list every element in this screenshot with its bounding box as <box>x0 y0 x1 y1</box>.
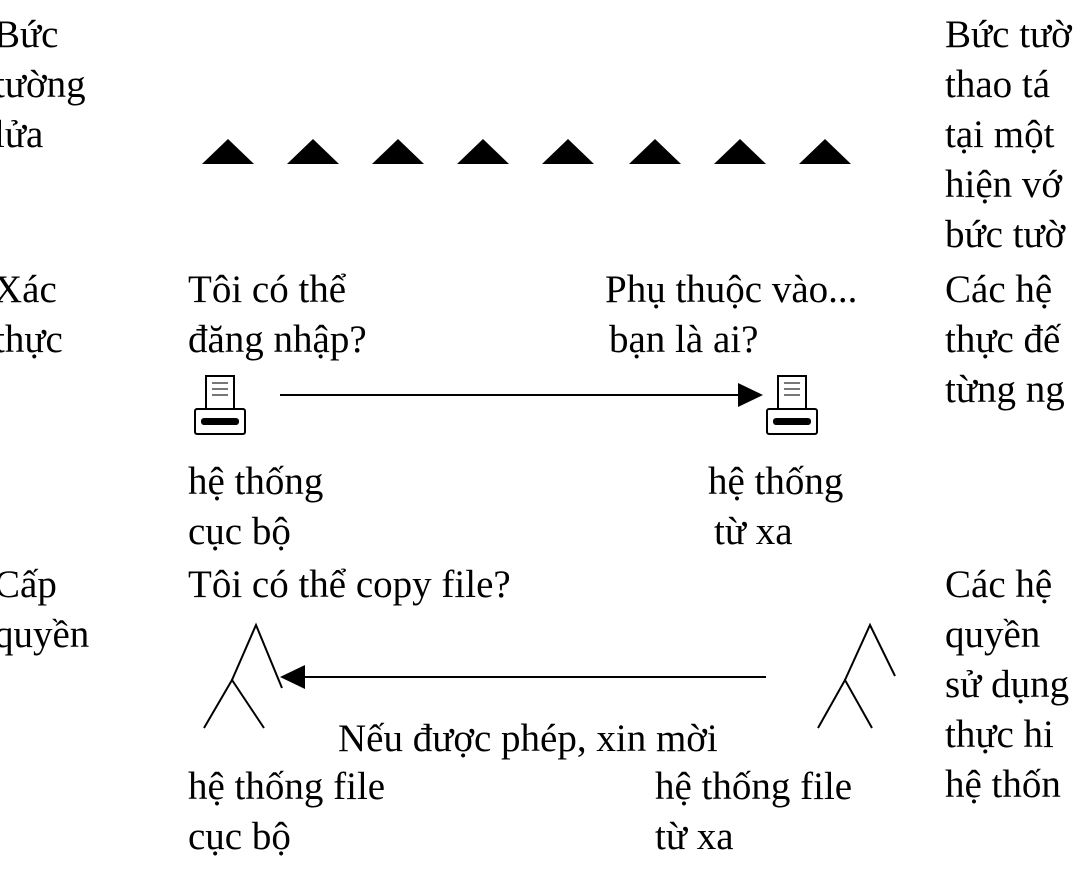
label-line: Xác <box>0 268 57 311</box>
text-line: hệ thống <box>708 460 844 503</box>
local-system-label: hệ thống cục bộ <box>188 457 323 557</box>
text-line: cục bộ <box>188 815 291 858</box>
text-line: hệ thống <box>188 460 324 503</box>
tree-icon <box>817 622 896 729</box>
desc-line: Các hệ <box>945 563 1053 606</box>
triangle-icon <box>287 139 339 164</box>
label-line: Bức <box>0 13 59 56</box>
copy-arrow <box>280 665 766 689</box>
copy-answer: Nếu được phép, xin mời <box>338 717 718 760</box>
desc-line: Các hệ <box>945 268 1053 311</box>
text-line: Tôi có thể <box>188 268 347 311</box>
triangle-icon <box>542 139 594 164</box>
desc-line: hiện vớ <box>945 163 1063 206</box>
desc-line: thực đế <box>945 318 1061 361</box>
authentication-description: Các hệ thực đế từng ng <box>945 265 1065 415</box>
desc-line: sử dụng <box>945 663 1070 706</box>
firewall-label: Bức tường lửa <box>0 10 86 160</box>
label-line: Cấp <box>0 563 57 606</box>
desc-line: tại một <box>945 113 1055 156</box>
text-line: hệ thống file <box>188 765 386 808</box>
label-line: tường <box>0 63 86 106</box>
triangle-icon <box>372 139 424 164</box>
computer-icon <box>194 375 246 435</box>
login-answer: Phụ thuộc vào... bạn là ai? <box>605 265 857 365</box>
tree-icon <box>203 622 283 729</box>
desc-line: từng ng <box>945 368 1065 411</box>
copy-question: Tôi có thể copy file? <box>188 563 511 606</box>
desc-line: quyền <box>945 613 1041 656</box>
desc-line: Bức tườ <box>945 13 1072 56</box>
authentication-label: Xác thực <box>0 265 63 365</box>
remote-filesystem-label: hệ thống file từ xa <box>655 762 852 862</box>
desc-line: thực hi <box>945 713 1054 756</box>
triangle-icon <box>202 139 254 164</box>
local-filesystem-label: hệ thống file cục bộ <box>188 762 385 862</box>
firewall-description: Bức tườ thao tá tại một hiện vớ bức tườ <box>945 10 1072 260</box>
desc-line: thao tá <box>945 63 1051 106</box>
label-line: thực <box>0 318 63 361</box>
authorization-description: Các hệ quyền sử dụng thực hi hệ thốn <box>945 560 1069 810</box>
label-line: quyền <box>0 613 90 656</box>
text-line: bạn là ai? <box>609 318 759 361</box>
login-question: Tôi có thể đăng nhập? <box>188 265 367 365</box>
authorization-label: Cấp quyền <box>0 560 89 660</box>
triangle-icon <box>629 139 681 164</box>
firewall-triangles <box>202 139 851 164</box>
text-line: đăng nhập? <box>188 318 367 361</box>
text-line: Phụ thuộc vào... <box>605 268 858 311</box>
triangle-icon <box>799 139 851 164</box>
remote-system-label: hệ thống từ xa <box>708 457 843 557</box>
computer-icon <box>766 375 818 435</box>
desc-line: bức tườ <box>945 213 1066 256</box>
triangle-icon <box>457 139 509 164</box>
text-line: cục bộ <box>188 510 291 553</box>
triangle-icon <box>714 139 766 164</box>
text-line: hệ thống file <box>655 765 853 808</box>
label-line: lửa <box>0 113 44 156</box>
desc-line: hệ thốn <box>945 763 1061 806</box>
auth-arrow <box>280 383 763 407</box>
text-line: từ xa <box>655 815 734 858</box>
text-line: từ xa <box>714 510 793 553</box>
